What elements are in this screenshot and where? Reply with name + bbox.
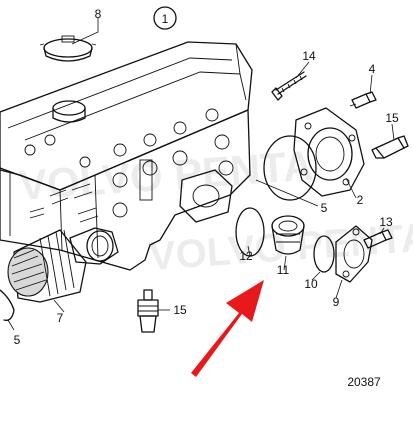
leader-lines <box>7 18 395 331</box>
engine-block <box>0 41 253 271</box>
part-label-10: 10 <box>304 277 318 291</box>
o-ring-10 <box>313 235 335 273</box>
screw-4 <box>349 91 377 109</box>
sensor-15-upper <box>371 135 409 159</box>
thermostat-11 <box>271 215 305 255</box>
part-label-12: 12 <box>239 249 253 263</box>
part-label-13: 13 <box>379 215 393 229</box>
sensor-15-lower <box>137 289 159 333</box>
part-label-8: 8 <box>95 7 102 21</box>
filter-element <box>0 229 87 321</box>
svg-text:VOLVO PENTA: VOLVO PENTA <box>17 142 314 209</box>
part-label-7: 7 <box>57 311 64 325</box>
watermark: VOLVO PENTA VOLVO PENTA <box>17 142 413 279</box>
part-label-5-lower: 5 <box>14 333 21 347</box>
bolt-14 <box>271 71 307 101</box>
filler-cap <box>39 35 97 62</box>
part-label-14: 14 <box>302 49 316 63</box>
screw-13 <box>363 229 393 249</box>
part-label-2: 2 <box>357 193 364 207</box>
part-label-15-lower: 15 <box>173 303 187 317</box>
part-label-4: 4 <box>369 62 376 76</box>
o-ring-gasket-large <box>263 135 317 201</box>
callout-number: 1 <box>162 12 169 26</box>
callout-circle: 1 <box>153 6 177 30</box>
part-label-11: 11 <box>277 263 290 277</box>
part-label-5-upper: 5 <box>321 201 328 215</box>
part-label-15-upper: 15 <box>385 111 399 125</box>
part-labels: 8 14 4 15 2 5 13 12 11 10 9 7 5 15 <box>14 7 399 347</box>
part-label-9: 9 <box>333 295 340 309</box>
red-pointer-arrow <box>191 280 264 377</box>
cover-2 <box>293 107 365 197</box>
figure-number: 20387 <box>347 375 381 389</box>
thermostat-housing-9 <box>335 225 373 283</box>
